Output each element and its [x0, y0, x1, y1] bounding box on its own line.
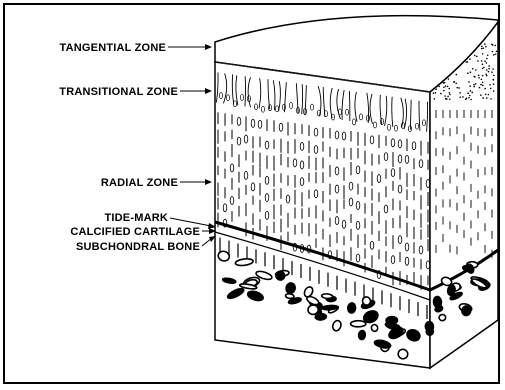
label-transitional-zone: TRANSITIONAL ZONE — [59, 86, 178, 98]
label-tide-mark: TIDE-MARK — [104, 212, 168, 224]
leader-lines — [168, 47, 212, 246]
label-calcified-cartilage: CALCIFIED CARTILAGE — [70, 226, 200, 238]
label-tangential-zone: TANGENTIAL ZONE — [60, 42, 166, 54]
label-radial-zone: RADIAL ZONE — [101, 177, 178, 189]
label-subchondral-bone: SUBCHONDRAL BONE — [76, 241, 200, 253]
